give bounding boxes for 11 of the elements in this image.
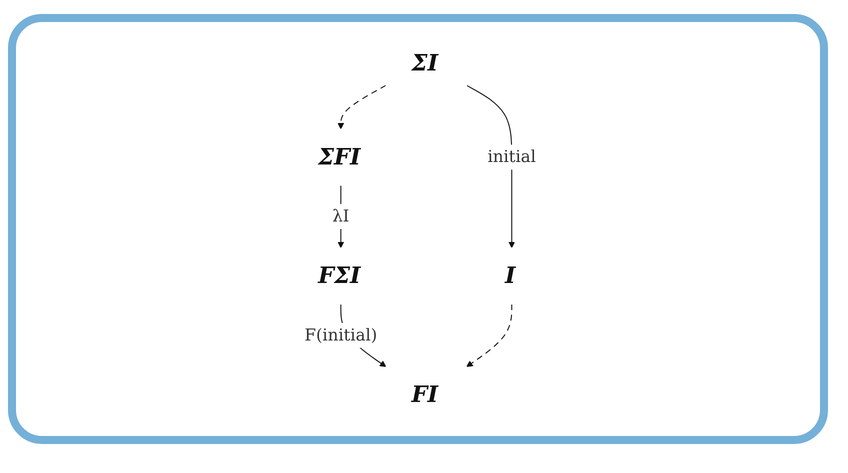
- node-text: I: [504, 262, 516, 290]
- edge-label: initial: [487, 148, 536, 167]
- diagram-frame: initial λI F(initial) ΣI ΣFI FΣI I FI: [8, 14, 828, 444]
- arrow: [337, 84, 386, 130]
- node-text: FΣI: [318, 262, 360, 290]
- arrow: [466, 304, 512, 368]
- node-text: ΣI: [411, 50, 438, 76]
- node-text: ΣFI: [318, 144, 360, 170]
- node-text: FI: [411, 382, 438, 408]
- edge-label: F(initial): [304, 326, 377, 345]
- edge-label: λI: [332, 207, 350, 226]
